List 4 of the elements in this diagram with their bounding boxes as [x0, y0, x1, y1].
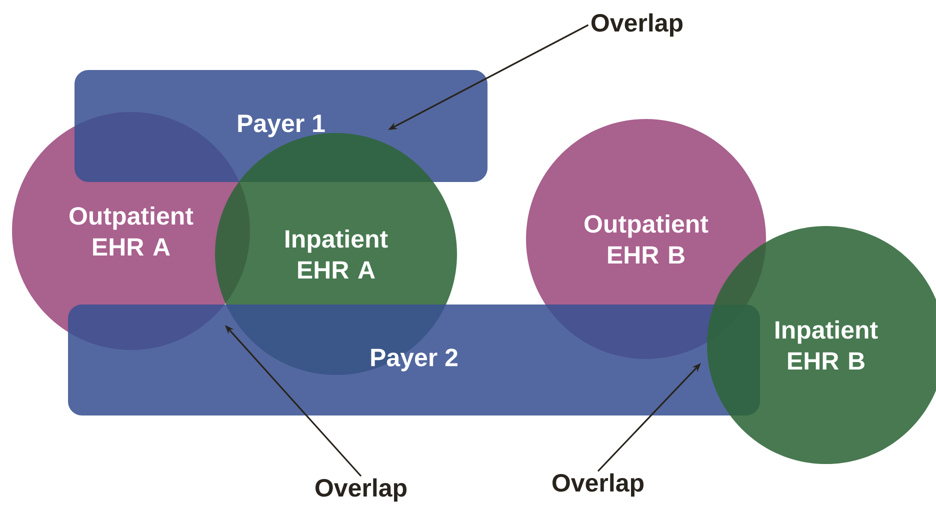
- callout-label: Overlap: [552, 473, 644, 497]
- callout-label: Overlap: [315, 478, 407, 502]
- callout-label: Overlap: [591, 13, 683, 37]
- payer-box: Payer 2: [68, 304, 760, 416]
